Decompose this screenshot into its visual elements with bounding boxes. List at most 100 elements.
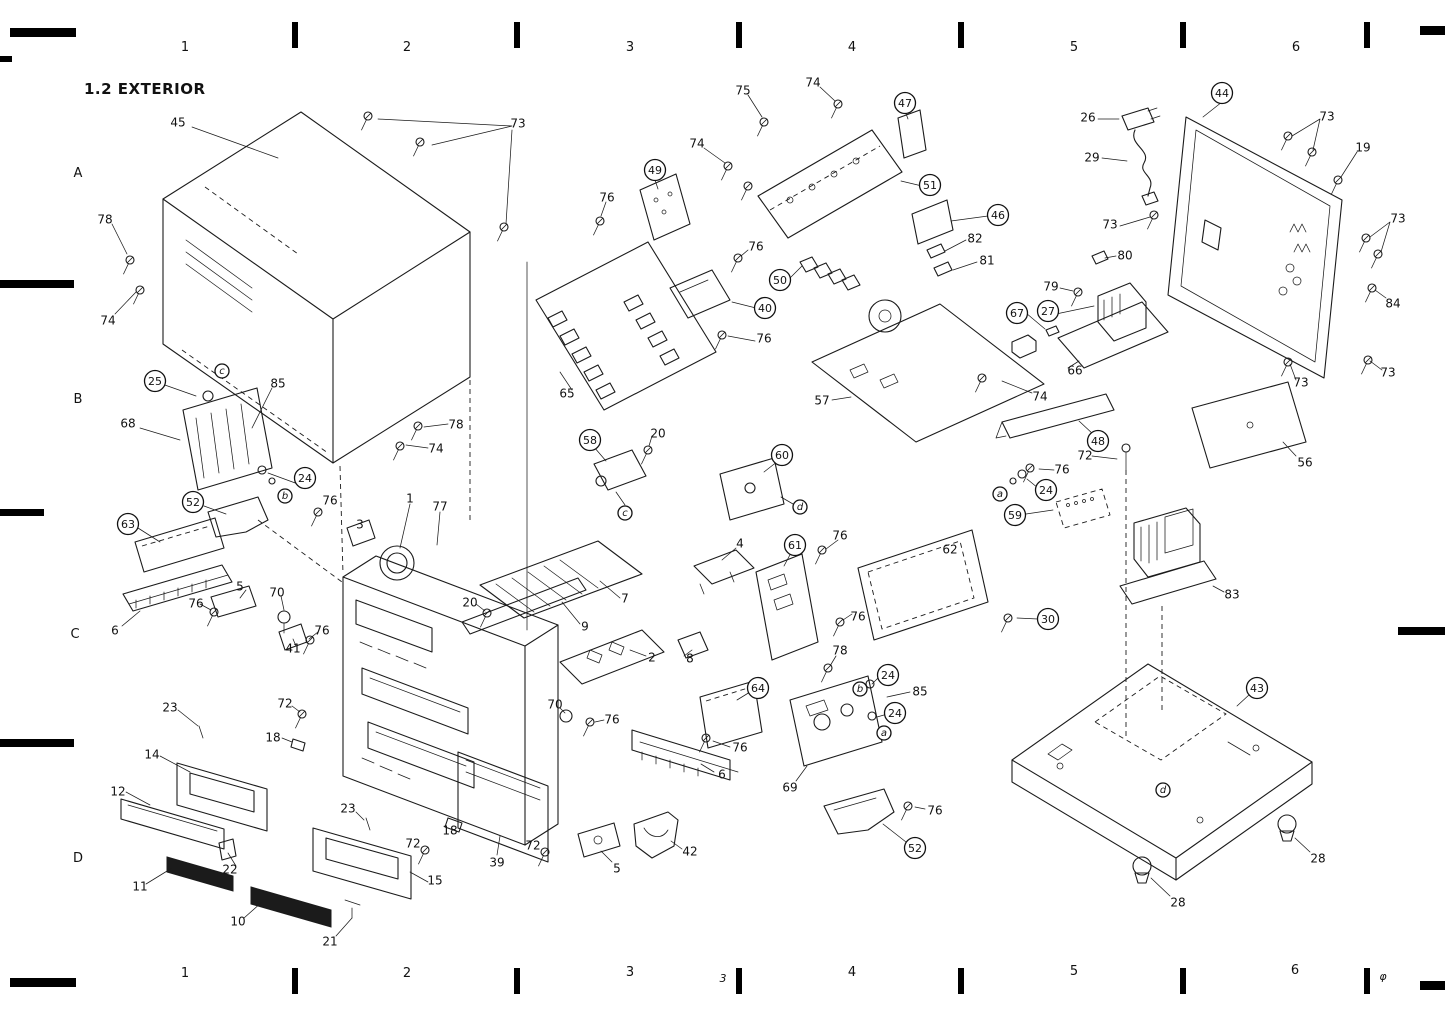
- svg-text:61: 61: [788, 539, 802, 552]
- part-callout-14: 14: [144, 748, 159, 762]
- part-callout-20: 20: [462, 596, 477, 610]
- svg-text:52: 52: [908, 842, 922, 855]
- part-callout-73: 73: [1390, 212, 1405, 226]
- svg-text:23: 23: [340, 802, 355, 816]
- part-callout-15: 15: [427, 874, 442, 888]
- svg-text:51: 51: [923, 179, 937, 192]
- svg-text:18: 18: [442, 824, 457, 838]
- svg-text:79: 79: [1043, 280, 1058, 294]
- svg-text:76: 76: [756, 332, 771, 346]
- connector-ref-b: b: [277, 488, 293, 504]
- ruler-label-bottom: 5: [1070, 964, 1078, 979]
- part-callout-77: 77: [432, 500, 447, 514]
- svg-text:d: d: [1160, 785, 1167, 796]
- svg-text:39: 39: [489, 856, 504, 870]
- part-callout-74: 74: [805, 76, 820, 90]
- part-callout-63: 63: [116, 512, 140, 536]
- part-callout-51: 51: [918, 173, 942, 197]
- part-callout-70: 70: [269, 586, 284, 600]
- svg-text:76: 76: [748, 240, 763, 254]
- registration-ticks: [0, 22, 1445, 994]
- part-callout-48: 48: [1086, 429, 1110, 453]
- connector-ref-b: b: [852, 681, 868, 697]
- svg-text:c: c: [622, 508, 628, 519]
- svg-text:74: 74: [689, 137, 704, 151]
- part-top-bracket: [757, 109, 954, 277]
- connector-ref-d: d: [792, 499, 808, 515]
- part-callout-79: 79: [1043, 280, 1058, 294]
- svg-text:62: 62: [942, 543, 957, 557]
- connector-ref-c: c: [617, 505, 633, 521]
- part-callout-76: 76: [604, 713, 619, 727]
- part-top-cover: [162, 111, 471, 464]
- ruler-label-top: 4: [848, 40, 856, 55]
- part-callout-45: 45: [170, 116, 185, 130]
- part-callout-52: 52: [181, 490, 205, 514]
- part-callout-78: 78: [832, 644, 847, 658]
- svg-text:a: a: [997, 489, 1003, 500]
- ruler-label-top: 6: [1292, 40, 1300, 55]
- part-callout-74: 74: [100, 314, 115, 328]
- svg-text:43: 43: [1250, 682, 1264, 695]
- part-main-pcb: [811, 299, 1045, 443]
- part-connector-row: [799, 256, 861, 291]
- svg-text:52: 52: [186, 496, 200, 509]
- svg-text:10: 10: [230, 915, 245, 929]
- part-callout-76: 76: [732, 741, 747, 755]
- svg-text:1: 1: [406, 492, 414, 506]
- part-callout-39: 39: [489, 856, 504, 870]
- svg-text:6: 6: [718, 768, 726, 782]
- ruler-label-top: 3: [626, 40, 634, 55]
- part-callout-83: 83: [1224, 588, 1239, 602]
- part-callout-9: 9: [581, 620, 589, 634]
- svg-text:28: 28: [1170, 896, 1185, 910]
- part-insulator-sheet: [857, 529, 989, 641]
- svg-text:76: 76: [188, 597, 203, 611]
- part-callout-3: 3: [356, 518, 364, 532]
- svg-text:77: 77: [432, 500, 447, 514]
- part-callout-67: 67: [1005, 301, 1029, 325]
- part-callout-76: 76: [832, 529, 847, 543]
- ruler-label-bottom: 1: [181, 966, 189, 981]
- part-callout-61: 61: [783, 533, 807, 557]
- part-callout-76: 76: [748, 240, 763, 254]
- part-callout-11: 11: [132, 880, 147, 894]
- part-callout-75: 75: [735, 84, 750, 98]
- svg-text:b: b: [282, 491, 288, 502]
- svg-text:76: 76: [604, 713, 619, 727]
- part-callout-30: 30: [1036, 607, 1060, 631]
- part-callout-56: 56: [1297, 456, 1312, 470]
- part-callout-28: 28: [1170, 896, 1185, 910]
- svg-text:4: 4: [736, 537, 744, 551]
- ruler-label-top: 5: [1070, 40, 1078, 55]
- part-callout-73: 73: [1380, 366, 1395, 380]
- svg-text:73: 73: [510, 117, 525, 131]
- part-callout-73: 73: [510, 117, 525, 131]
- svg-text:65: 65: [559, 387, 574, 401]
- part-callout-76: 76: [756, 332, 771, 346]
- part-callout-20: 20: [650, 427, 665, 441]
- svg-text:78: 78: [97, 213, 112, 227]
- part-callout-85: 85: [270, 377, 285, 391]
- part-callout-23: 23: [162, 701, 177, 715]
- part-callout-21: 21: [322, 935, 337, 949]
- svg-text:73: 73: [1293, 376, 1308, 390]
- part-callout-28: 28: [1310, 852, 1325, 866]
- part-callout-60: 60: [770, 443, 794, 467]
- part-callout-72: 72: [405, 837, 420, 851]
- part-callout-66: 66: [1067, 364, 1082, 378]
- part-callout-85: 85: [912, 685, 927, 699]
- part-callout-41: 41: [285, 642, 300, 656]
- svg-text:b: b: [857, 684, 863, 695]
- svg-text:64: 64: [751, 682, 765, 695]
- part-callout-78: 78: [97, 213, 112, 227]
- part-callout-73: 73: [1319, 110, 1334, 124]
- part-callout-82: 82: [967, 232, 982, 246]
- part-callout-24: 24: [883, 701, 907, 725]
- svg-text:41: 41: [285, 642, 300, 656]
- part-main-unit-front: [342, 545, 559, 863]
- svg-text:d: d: [797, 502, 804, 513]
- part-callout-8: 8: [686, 652, 694, 666]
